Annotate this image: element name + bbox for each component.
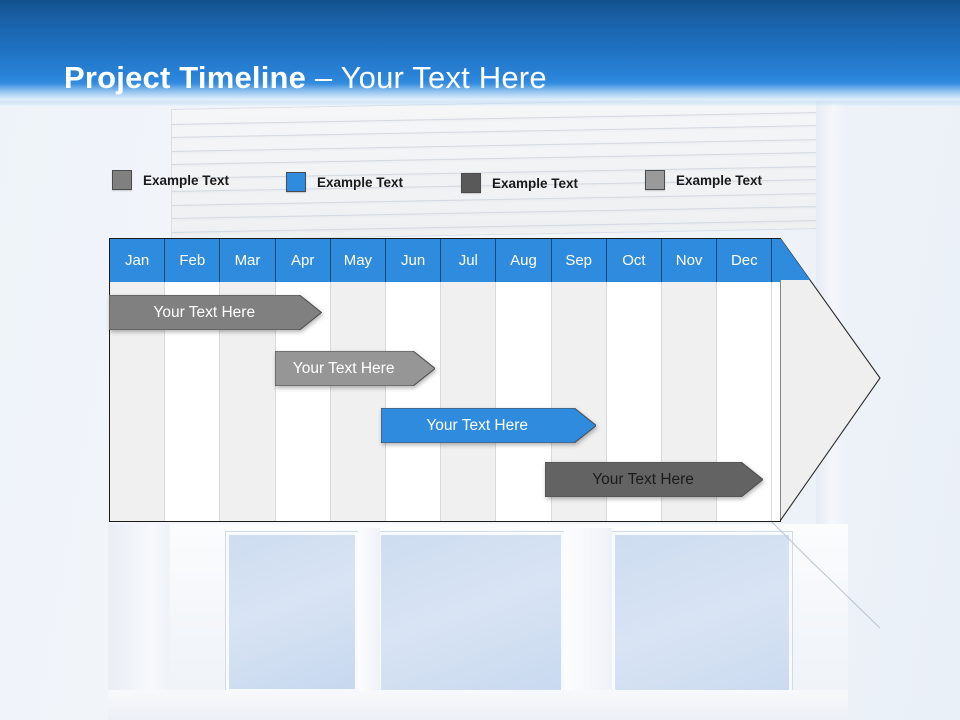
legend-swatch-icon <box>286 172 306 192</box>
column-divider <box>550 239 552 521</box>
timeline-column <box>165 239 221 521</box>
legend-item: Example Text <box>286 172 403 192</box>
column-divider <box>605 239 607 521</box>
column-divider <box>660 239 662 521</box>
month-header-jul[interactable]: Jul <box>441 239 497 282</box>
legend-item: Example Text <box>645 170 762 190</box>
wall-corner-line <box>770 520 890 630</box>
blind-slat <box>172 125 822 138</box>
window-jamb-left <box>108 524 170 720</box>
task-bar-arrow-shape <box>108 294 323 331</box>
month-header-mar[interactable]: Mar <box>220 239 276 282</box>
legend-label: Example Text <box>676 172 763 188</box>
legend-swatch-icon <box>461 173 481 193</box>
task-bar[interactable]: Your Text Here <box>274 350 436 387</box>
banner-sheen <box>0 84 960 106</box>
title-banner <box>0 0 960 106</box>
blind-slat <box>172 152 822 165</box>
month-header-feb[interactable]: Feb <box>165 239 221 282</box>
month-header-may[interactable]: May <box>331 239 386 282</box>
blind-slat <box>172 206 822 219</box>
legend-label: Example Text <box>492 175 579 191</box>
month-header-apr[interactable]: Apr <box>276 239 331 282</box>
task-bar[interactable]: Your Text Here <box>544 461 764 498</box>
task-bar-label: Your Text Here <box>426 416 529 434</box>
window-pane-3 <box>612 532 792 720</box>
legend-label: Example Text <box>317 174 404 190</box>
timeline-column <box>220 239 276 521</box>
legend-item: Example Text <box>112 170 229 190</box>
window-mullion-2 <box>564 528 612 720</box>
month-header-jan[interactable]: Jan <box>110 239 166 282</box>
month-header-aug[interactable]: Aug <box>496 239 552 282</box>
legend-swatch-icon <box>112 170 132 190</box>
month-header-oct[interactable]: Oct <box>607 239 662 282</box>
timeline-column <box>441 239 497 521</box>
column-divider <box>716 239 718 521</box>
column-divider <box>219 239 221 521</box>
window-mullion-1 <box>358 528 380 720</box>
blind-slat <box>172 192 822 206</box>
task-bar[interactable]: Your Text Here <box>108 294 323 331</box>
timeline-column <box>496 239 552 521</box>
task-bar-label: Your Text Here <box>592 470 694 488</box>
window-sill <box>108 690 848 720</box>
blind-slat <box>172 111 822 125</box>
task-bar[interactable]: Your Text Here <box>380 407 597 444</box>
task-bar-arrow-shape <box>544 461 764 498</box>
legend-item: Example Text <box>461 173 578 193</box>
month-header-jun[interactable]: Jun <box>386 239 442 282</box>
window-blinds <box>172 98 822 240</box>
timeline-column <box>110 239 166 521</box>
task-bar-arrow-shape <box>380 407 597 444</box>
legend-swatch-icon <box>645 170 665 190</box>
window-pane-1 <box>226 532 358 692</box>
task-bar-arrow-shape <box>274 350 436 387</box>
column-divider <box>164 239 166 521</box>
timeline-arrow-head <box>779 236 881 523</box>
page-title-rest: – Your Text Here <box>306 60 547 95</box>
month-header-dec[interactable]: Dec <box>717 239 773 282</box>
window-pane-2 <box>378 532 564 708</box>
blind-slat <box>172 138 822 152</box>
column-divider <box>495 239 497 521</box>
page-title-bold: Project Timeline <box>64 60 307 95</box>
legend-label: Example Text <box>143 172 230 188</box>
column-divider <box>440 239 442 521</box>
page-title: Project Timeline – Your Text Here <box>64 60 547 96</box>
month-header-sep[interactable]: Sep <box>552 239 607 282</box>
task-bar-label: Your Text Here <box>153 303 256 321</box>
task-bar-label: Your Text Here <box>292 359 395 377</box>
month-header-nov[interactable]: Nov <box>662 239 718 282</box>
column-divider <box>771 239 773 521</box>
